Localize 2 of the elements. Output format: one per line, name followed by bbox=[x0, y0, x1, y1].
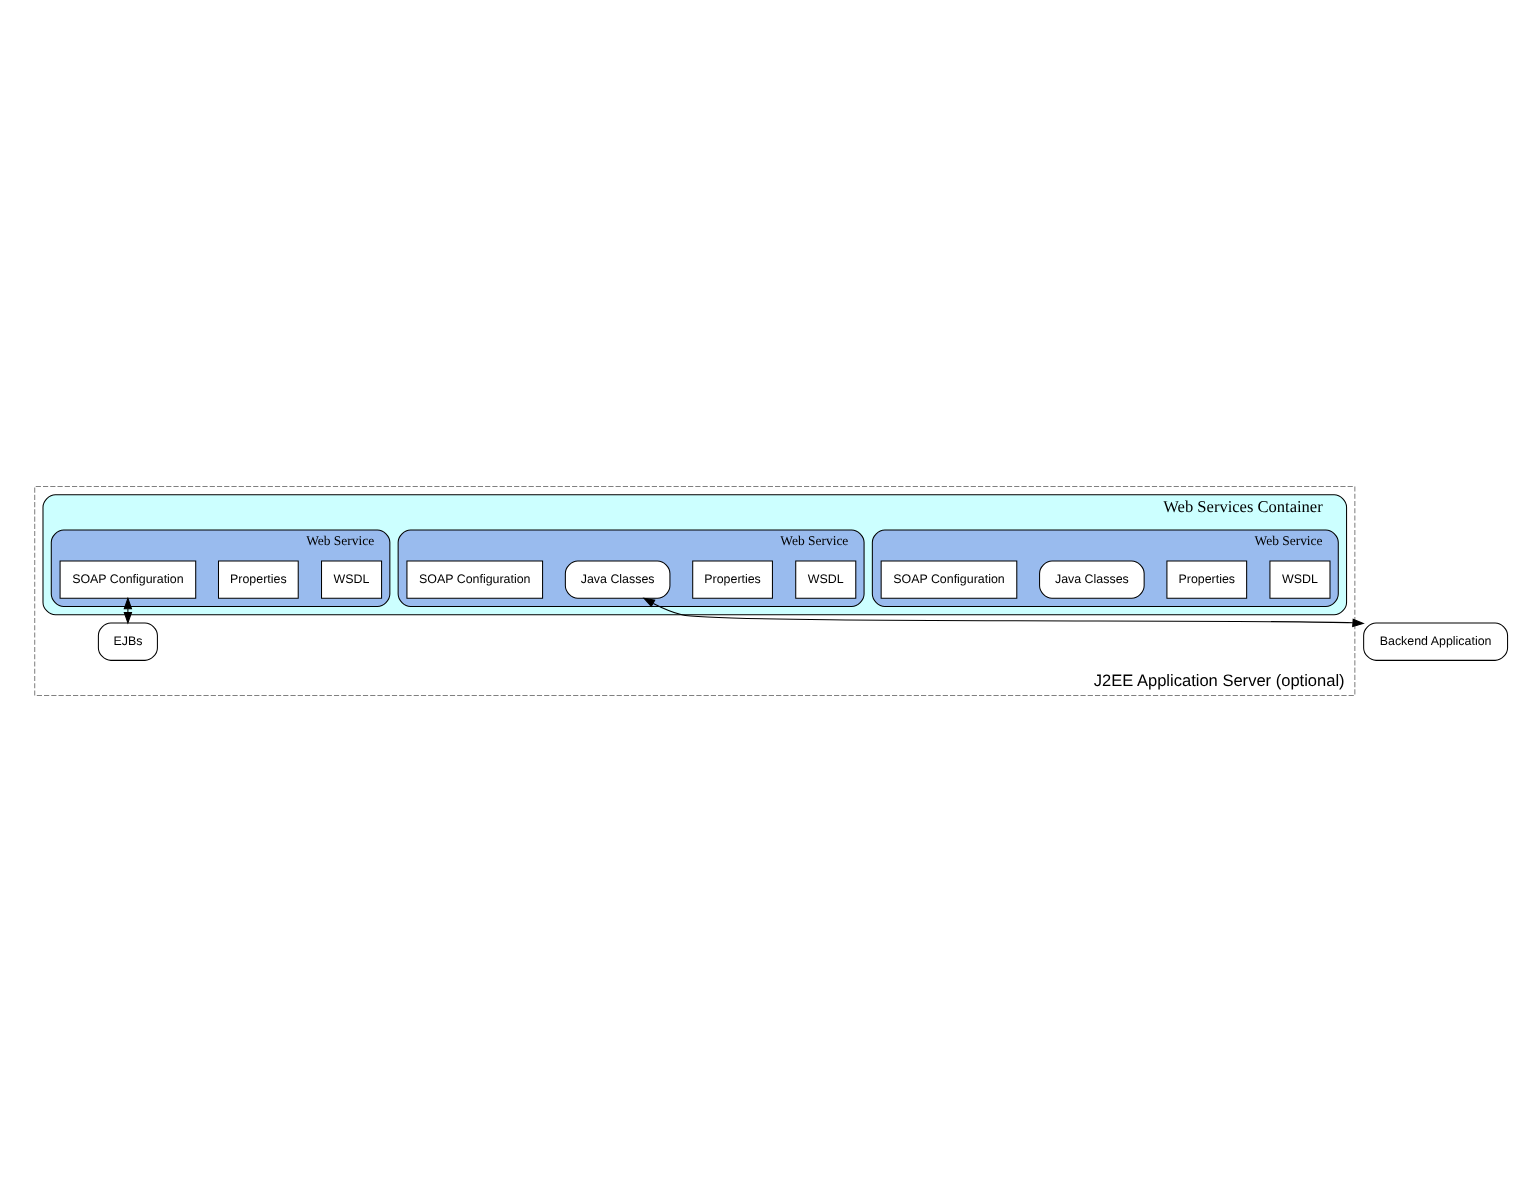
arrow bbox=[642, 597, 1365, 628]
arrow bbox=[123, 596, 133, 625]
